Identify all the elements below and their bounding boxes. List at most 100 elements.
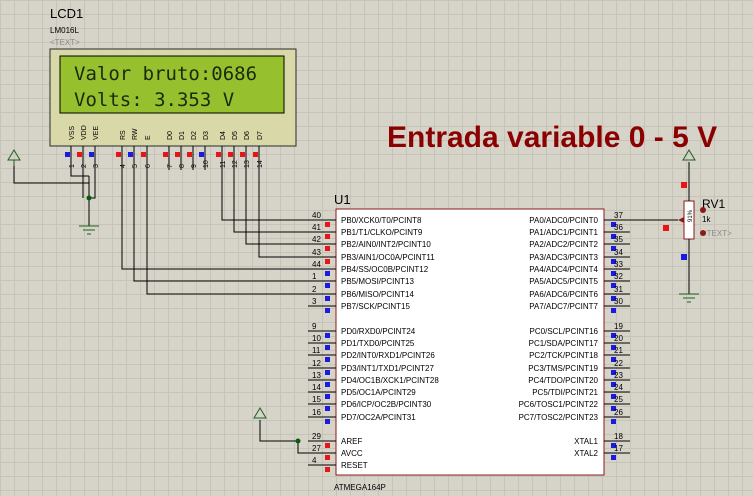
mcu-pin-name: AREF xyxy=(341,437,362,446)
mcu-pin-state-marker xyxy=(325,455,330,460)
mcu-pin-name: PB2/AIN0/INT2/PCINT10 xyxy=(341,240,431,249)
mcu-pin-number: 41 xyxy=(312,223,321,232)
wire-rs xyxy=(121,162,316,270)
mcu-pin-state-marker xyxy=(611,308,616,313)
lcd-pin-number: 5 xyxy=(132,164,139,168)
mcu-pin-state-marker xyxy=(611,394,616,399)
mcu-pin-state-marker xyxy=(611,234,616,239)
lcd-pin-state-marker xyxy=(240,152,245,157)
mcu-pin-number: 10 xyxy=(312,334,321,343)
lcd-pin-name: D4 xyxy=(220,131,227,140)
mcu-pin-number: 26 xyxy=(614,408,623,417)
lcd-component[interactable]: LCD1 LM016L <TEXT> Valor bruto:0686 Volt… xyxy=(49,6,297,170)
wire-e xyxy=(146,162,316,295)
lcd-ground-symbol xyxy=(79,225,99,235)
lcd-pin-state-marker xyxy=(89,152,94,157)
mcu-pin-state-marker xyxy=(611,345,616,350)
lcd-pin-state-marker xyxy=(163,152,168,157)
pot-probe-dot-2 xyxy=(700,230,706,236)
wire-d7 xyxy=(258,162,316,258)
mcu-pin-name: PA6/ADC6/PCINT6 xyxy=(529,290,598,299)
mcu-pin-number: 32 xyxy=(614,272,623,281)
mcu-pin-number: 24 xyxy=(614,383,623,392)
lcd-model-label: LM016L xyxy=(50,26,79,35)
lcd-text-placeholder: <TEXT> xyxy=(50,38,80,47)
lcd-pin-name: D7 xyxy=(257,131,264,140)
aref-power-terminal xyxy=(253,407,267,419)
mcu-pin-state-marker xyxy=(611,370,616,375)
mcu-pin-name: PD4/OC1B/XCK1/PCINT28 xyxy=(341,376,439,385)
mcu-model-label: ATMEGA164P xyxy=(334,483,386,492)
lcd-pin-d2[interactable]: D29 xyxy=(187,131,198,170)
mcu-pin-number: 15 xyxy=(312,395,321,404)
mcu-pin-state-marker xyxy=(611,357,616,362)
mcu-pin-name: PC4/TDO/PCINT20 xyxy=(528,376,598,385)
potentiometer-component[interactable]: RV1 1k <TEXT> 91% xyxy=(626,149,732,303)
mcu-pin-state-marker xyxy=(325,308,330,313)
mcu-pin-state-marker xyxy=(325,394,330,399)
wire-d6 xyxy=(245,162,316,245)
pot-pin-marker-wiper xyxy=(663,225,669,231)
pot-text-placeholder: <TEXT> xyxy=(702,229,732,238)
mcu-pin-state-marker xyxy=(611,406,616,411)
mcu-pin-state-marker xyxy=(611,283,616,288)
mcu-pin-name: PD1/TXD0/PCINT25 xyxy=(341,339,415,348)
lcd-pin-d1[interactable]: D18 xyxy=(175,131,186,170)
mcu-pin-number: 37 xyxy=(614,211,623,220)
mcu-pin-name: PC3/TMS/PCINT19 xyxy=(528,364,598,373)
pot-probe-dot-1 xyxy=(700,207,706,213)
lcd-pin-number: 3 xyxy=(93,164,100,168)
mcu-component[interactable]: U1 ATMEGA164P 40PB0/XCK0/T0/PCINT841PB1/… xyxy=(308,192,630,492)
mcu-pin-state-marker xyxy=(611,259,616,264)
mcu-pin-state-marker xyxy=(325,467,330,472)
mcu-pin-name: PB4/SS/OC0B/PCINT12 xyxy=(341,265,429,274)
lcd-pin-state-marker xyxy=(65,152,70,157)
aref-junction xyxy=(295,438,301,444)
mcu-pin-state-marker xyxy=(325,345,330,350)
mcu-pin-state-marker xyxy=(611,296,616,301)
wire-d4 xyxy=(221,162,316,221)
lcd-pin-d0[interactable]: D07 xyxy=(163,131,174,170)
mcu-pin-number: 44 xyxy=(312,260,321,269)
pot-value-label: 1k xyxy=(702,215,711,224)
